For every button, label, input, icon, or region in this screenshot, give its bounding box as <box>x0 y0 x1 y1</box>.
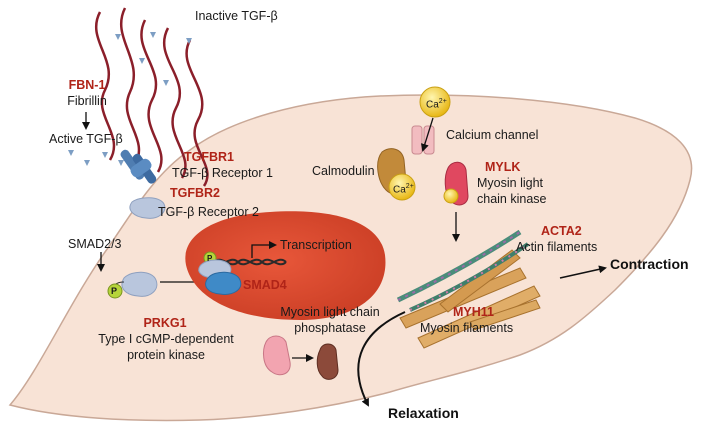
mylk-name-line2: chain kinase <box>477 192 547 206</box>
prkg1-icon <box>263 335 291 376</box>
active-tgfb-ligands <box>68 150 124 166</box>
calmodulin-calcium-symbol: Ca <box>393 184 406 196</box>
actin-icon <box>396 229 530 312</box>
calcium-ion-icon <box>419 86 451 118</box>
mlcp-label-line2: phosphatase <box>294 321 366 335</box>
myh11-gene-label: MYH11 <box>453 305 494 319</box>
calmodulin-calcium-label: Ca2+ <box>393 179 414 197</box>
mylk-gene-label: MYLK <box>485 160 521 174</box>
receptor-icon <box>120 149 157 184</box>
transcription-arrow <box>251 241 277 258</box>
calmodulin-calcium-icon <box>388 173 416 201</box>
active-tgfb-label: Active TGF-β <box>49 132 123 146</box>
inactive-tgfb-fibers <box>94 7 209 187</box>
calcium-ion-label: Ca2+ <box>426 94 447 112</box>
tgfbr1-name-label: TGF-β Receptor 1 <box>172 166 273 180</box>
calcium-channel-arrow <box>420 117 434 152</box>
nucleus <box>185 211 386 320</box>
transcription-label: Transcription <box>280 238 352 252</box>
calcium-symbol: Ca <box>426 99 439 111</box>
acta2-gene-label: ACTA2 <box>541 224 582 238</box>
nuclear-phospho-letter: P <box>207 254 213 263</box>
actin-label: Actin filaments <box>516 240 598 254</box>
mylk-name-line1: Myosin light <box>477 176 543 190</box>
inactive-tgfb-label: Inactive TGF-β <box>195 9 278 23</box>
fibrillin-label: Fibrillin <box>67 94 107 108</box>
myosin-icon <box>399 249 541 349</box>
prkg1-name-line1: Type I cGMP-dependent <box>98 332 234 346</box>
contraction-arrow <box>559 265 607 279</box>
relaxation-label: Relaxation <box>388 405 459 421</box>
prkg1-name-line2: protein kinase <box>127 348 205 362</box>
mlcp-icon <box>316 343 339 380</box>
myosin-label: Myosin filaments <box>420 321 514 335</box>
smad-phospho-icon <box>121 271 158 297</box>
smad4-icon <box>205 271 242 295</box>
fbn1-gene-label: FBN-1 <box>68 78 106 92</box>
inactive-tgfb-ligands <box>115 32 192 86</box>
phospho-letter: P <box>111 286 118 296</box>
smad4-gene-label: SMAD4 <box>243 278 287 292</box>
calmodulin-calcium-charge: 2+ <box>405 183 414 190</box>
phospho-icon <box>107 283 123 299</box>
calcium-channel-label: Calcium channel <box>446 128 539 142</box>
calmodulin-label: Calmodulin <box>312 164 375 178</box>
prkg1-gene-label: PRKG1 <box>143 316 187 330</box>
contraction-label: Contraction <box>610 256 689 272</box>
calcium-charge: 2+ <box>438 98 447 105</box>
smad23-label: SMAD2/3 <box>68 237 122 251</box>
mylk-calcium-icon <box>443 188 459 204</box>
relaxation-arrow <box>357 311 406 407</box>
mlcp-label-line1: Myosin light chain <box>280 305 380 319</box>
tgfbr2-name-label: TGF-β Receptor 2 <box>158 205 259 219</box>
tgfbr2-gene-label: TGFBR2 <box>170 186 220 200</box>
tgfbr1-gene-label: TGFBR1 <box>184 150 234 164</box>
smad-icon <box>129 197 166 219</box>
